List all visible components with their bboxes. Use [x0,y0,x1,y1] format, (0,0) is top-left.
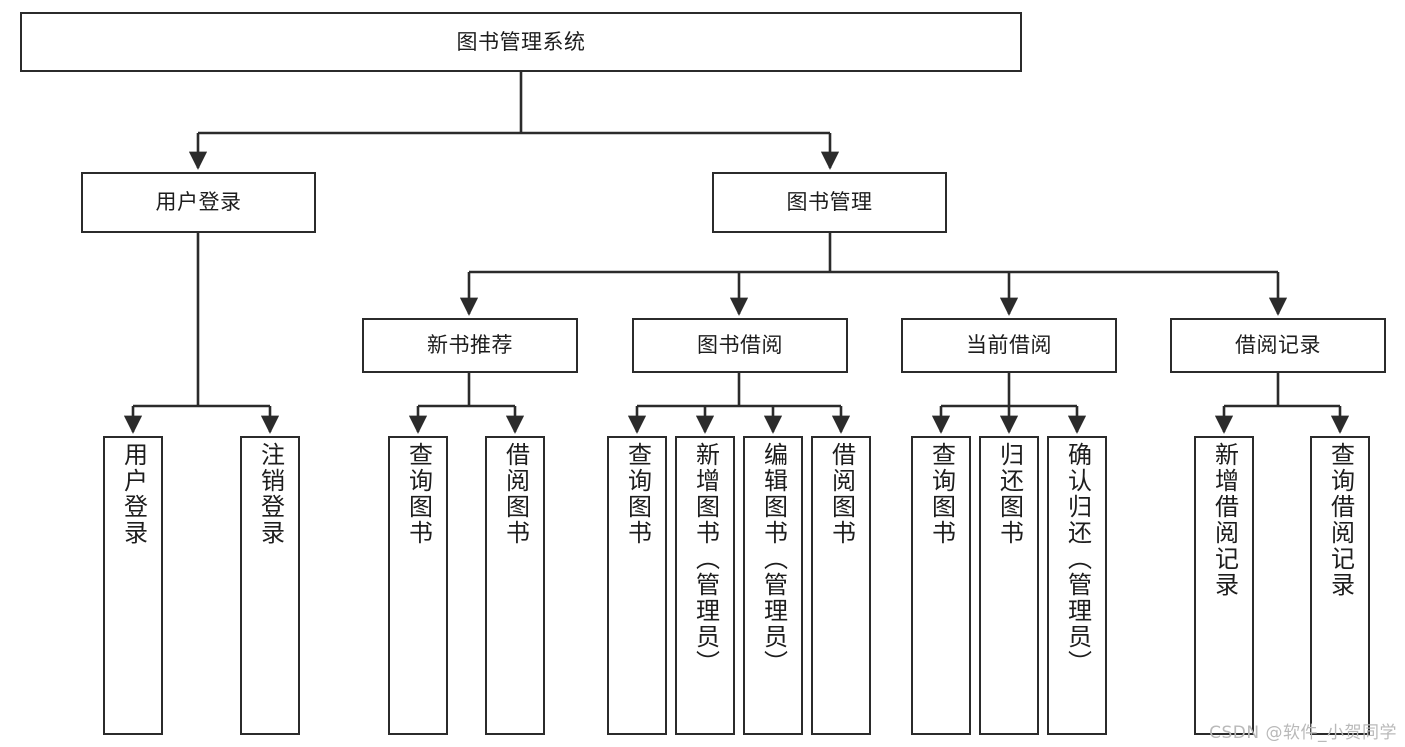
node-leaf-edit-book[interactable]: 编辑图书（管理员） [743,436,803,735]
node-leaf-query-book-3[interactable]: 查询图书 [911,436,971,735]
node-label: 图书借阅 [697,333,783,358]
node-label: 当前借阅 [966,333,1052,358]
node-label: 图书管理 [786,190,873,215]
node-label: 查询图书 [623,442,652,546]
node-leaf-borrow-book-2[interactable]: 借阅图书 [811,436,871,735]
node-leaf-add-record[interactable]: 新增借阅记录 [1194,436,1254,735]
node-book-manage[interactable]: 图书管理 [712,172,947,233]
node-leaf-query-book-1[interactable]: 查询图书 [388,436,448,735]
node-borrow-record[interactable]: 借阅记录 [1170,318,1386,373]
node-label: 确认归还（管理员） [1063,442,1092,676]
node-label: 借阅图书 [827,442,856,546]
node-label: 新增图书（管理员） [691,442,720,676]
node-leaf-return-book[interactable]: 归还图书 [979,436,1039,735]
node-label: 图书管理系统 [456,29,586,54]
node-label: 注销登录 [256,442,285,546]
node-new-book-recommend[interactable]: 新书推荐 [362,318,578,373]
node-leaf-query-record[interactable]: 查询借阅记录 [1310,436,1370,735]
node-book-borrow[interactable]: 图书借阅 [632,318,848,373]
node-label: 查询借阅记录 [1326,442,1355,598]
node-label: 用户登录 [119,442,148,546]
node-label: 新书推荐 [427,333,513,358]
node-label: 归还图书 [995,442,1024,546]
node-label: 查询图书 [927,442,956,546]
csdn-watermark: CSDN @软件_小贺同学 [1209,723,1397,743]
node-user-login[interactable]: 用户登录 [81,172,316,233]
node-leaf-borrow-book-1[interactable]: 借阅图书 [485,436,545,735]
node-label: 新增借阅记录 [1210,442,1239,598]
node-label: 查询图书 [404,442,433,546]
node-book-management-system[interactable]: 图书管理系统 [20,12,1022,72]
node-label: 用户登录 [155,190,242,215]
node-label: 借阅记录 [1235,333,1321,358]
node-label: 编辑图书（管理员） [759,442,788,676]
node-leaf-logout-login[interactable]: 注销登录 [240,436,300,735]
node-leaf-confirm-return[interactable]: 确认归还（管理员） [1047,436,1107,735]
node-leaf-add-book[interactable]: 新增图书（管理员） [675,436,735,735]
node-leaf-user-login[interactable]: 用户登录 [103,436,163,735]
node-label: 借阅图书 [501,442,530,546]
node-current-borrow[interactable]: 当前借阅 [901,318,1117,373]
node-leaf-query-book-2[interactable]: 查询图书 [607,436,667,735]
